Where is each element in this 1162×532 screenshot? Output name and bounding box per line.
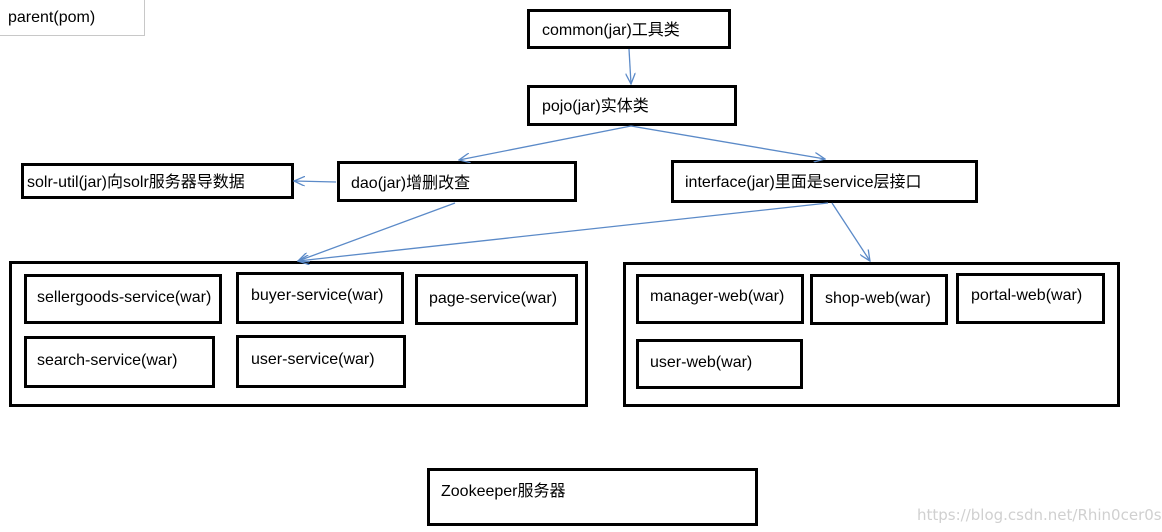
user-web-node: user-web(war) — [636, 339, 803, 389]
buyer-service-label: buyer-service(war) — [251, 287, 384, 304]
page-service-label: page-service(war) — [429, 290, 558, 307]
common-jar-label: common(jar)工具类 — [542, 22, 680, 39]
arrow-interface-to-services — [298, 202, 829, 261]
pojo-jar-node: pojo(jar)实体类 — [527, 85, 737, 126]
dao-jar-node: dao(jar)增删改查 — [337, 161, 577, 202]
portal-web-label: portal-web(war) — [971, 287, 1083, 304]
user-web-label: user-web(war) — [650, 354, 753, 371]
pojo-jar-label: pojo(jar)实体类 — [542, 98, 649, 115]
sellergoods-service-node: sellergoods-service(war) — [24, 274, 222, 324]
arrow-dao-to-services — [298, 202, 456, 261]
search-service-label: search-service(war) — [37, 352, 178, 369]
interface-jar-label: interface(jar)里面是service层接口 — [685, 174, 922, 191]
parent-pom-label: parent(pom) — [0, 0, 145, 36]
user-service-label: user-service(war) — [251, 351, 375, 368]
buyer-service-node: buyer-service(war) — [236, 272, 404, 324]
dao-jar-label: dao(jar)增删改查 — [351, 175, 471, 192]
zookeeper-node: Zookeeper服务器 — [427, 468, 758, 526]
arrow-interface-to-webs — [831, 202, 870, 261]
search-service-node: search-service(war) — [24, 336, 215, 388]
watermark-text: https://blog.csdn.net/Rhin0cer0s — [917, 506, 1162, 524]
manager-web-node: manager-web(war) — [636, 274, 804, 324]
arrow-common-to-pojo — [629, 48, 631, 84]
arrow-pojo-to-dao — [459, 125, 632, 160]
shop-web-node: shop-web(war) — [810, 274, 948, 325]
user-service-node: user-service(war) — [236, 335, 406, 388]
arrow-dao-to-solr-util — [294, 181, 337, 182]
manager-web-label: manager-web(war) — [650, 288, 785, 305]
page-service-node: page-service(war) — [415, 274, 578, 325]
solr-util-jar-node: solr-util(jar)向solr服务器导数据 — [21, 163, 294, 199]
common-jar-node: common(jar)工具类 — [527, 9, 731, 49]
zookeeper-label: Zookeeper服务器 — [441, 483, 566, 500]
shop-web-label: shop-web(war) — [825, 290, 931, 307]
sellergoods-service-label: sellergoods-service(war) — [37, 289, 212, 306]
solr-util-jar-label: solr-util(jar)向solr服务器导数据 — [27, 174, 245, 191]
interface-jar-node: interface(jar)里面是service层接口 — [671, 160, 978, 203]
arrow-pojo-to-interface — [630, 125, 825, 159]
parent-pom-text: parent(pom) — [8, 9, 96, 26]
portal-web-node: portal-web(war) — [956, 273, 1105, 324]
